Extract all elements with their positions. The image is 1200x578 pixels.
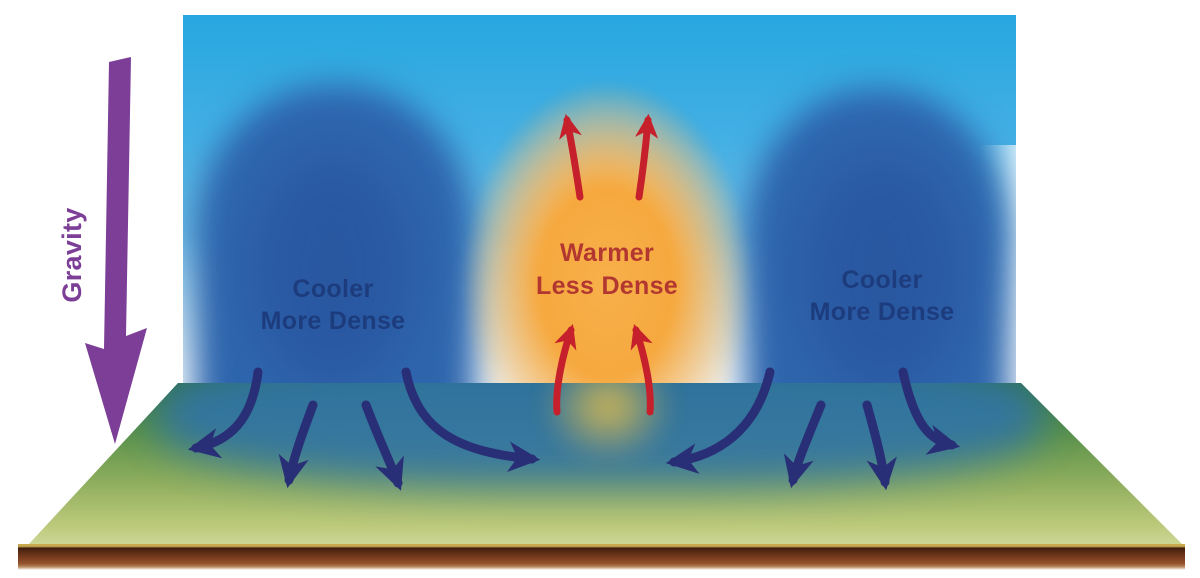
cool-air-mass-inner bbox=[800, 154, 965, 385]
cooler-label-line2: More Dense bbox=[809, 298, 955, 326]
cooler-label-line1: Cooler bbox=[292, 275, 374, 303]
cooler-more-dense-label-left: Cooler More Dense bbox=[213, 273, 453, 337]
warmer-less-dense-label: Warmer Less Dense bbox=[487, 237, 727, 303]
warmer-label-line2: Less Dense bbox=[536, 272, 678, 300]
warm-air-glow bbox=[455, 71, 759, 385]
gravity-label: Gravity bbox=[57, 207, 87, 303]
cool-air-mass-left bbox=[195, 85, 475, 385]
cooler-label-line2: More Dense bbox=[260, 307, 406, 335]
cooler-label-line1: Cooler bbox=[841, 266, 923, 294]
cool-air-mass-inner bbox=[250, 150, 415, 385]
ground-panel bbox=[28, 383, 1183, 545]
soil-strip bbox=[18, 544, 1185, 570]
sky-panel bbox=[183, 15, 1016, 385]
warmer-label-line1: Warmer bbox=[560, 239, 654, 267]
gravity-arrow-icon bbox=[85, 57, 147, 444]
cooler-more-dense-label-right: Cooler More Dense bbox=[762, 264, 1002, 328]
cool-air-mass-right bbox=[745, 89, 1009, 385]
